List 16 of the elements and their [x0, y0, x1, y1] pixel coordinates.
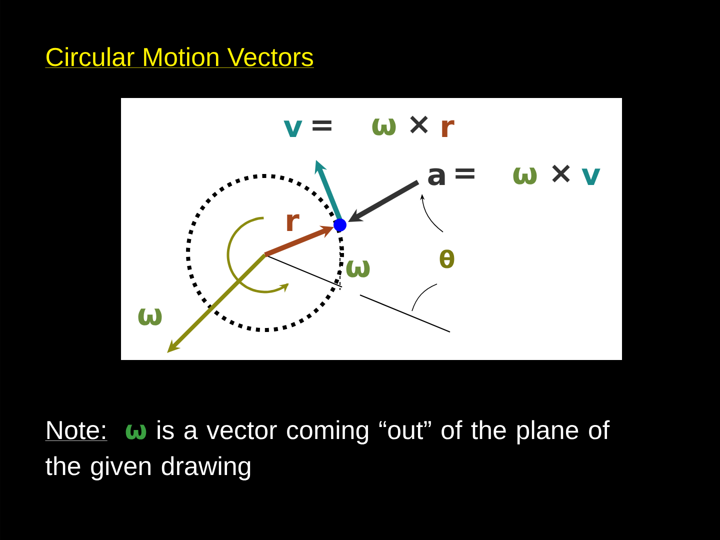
vector-symbol: ω — [138, 308, 162, 326]
vector-symbol: ω — [346, 260, 370, 278]
title: Circular Motion Vectors — [45, 47, 314, 68]
vector-symbol: ω — [513, 168, 537, 184]
vector-symbol: a — [428, 168, 445, 186]
equals-sign: = — [456, 168, 474, 179]
equals-sign: = — [312, 120, 332, 131]
vector-symbol: v — [284, 120, 302, 137]
cross-product-sign: × — [552, 164, 570, 182]
cross-product-sign: × — [410, 116, 428, 134]
vector-symbol: v — [582, 168, 600, 185]
vector-symbol: r — [442, 120, 454, 137]
angle-label: θ — [440, 250, 454, 268]
note-text: Note: ω is a vector coming “out” of the plane of the given drawing — [45, 420, 610, 480]
vector-symbol: r — [287, 214, 300, 231]
vector-symbol: ω — [372, 118, 396, 136]
